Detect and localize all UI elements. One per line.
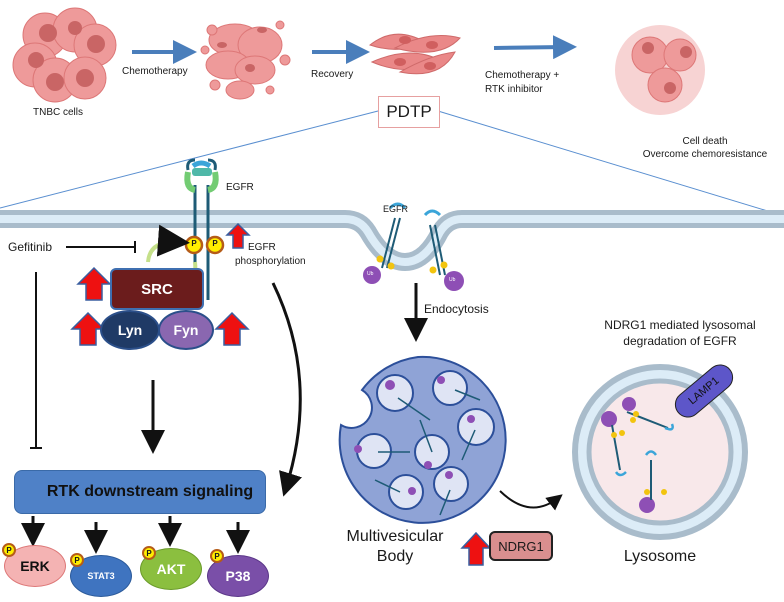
lysosome — [572, 364, 748, 540]
up-arrow-egfr-phospho — [225, 222, 251, 249]
label-tnbc-cells: TNBC cells — [33, 107, 84, 118]
arrow-phospho-to-rtk — [271, 282, 302, 497]
plasma-membrane — [0, 210, 784, 272]
rtk-downstream-box: RTK downstream signaling — [14, 470, 266, 514]
phospho-p38: P — [210, 549, 224, 563]
label-chemotherapy: Chemotherapy — [122, 66, 188, 77]
egfr-receptor-endocytosis-2 — [423, 209, 464, 291]
damaged-cells-icon — [200, 20, 291, 100]
egfr-receptor-endocytosis-1 — [363, 202, 407, 284]
pdtp-box: PDTP — [378, 96, 440, 128]
label-endocytosis: Endocytosis — [424, 302, 489, 316]
label-lysosome-title-line1: NDRG1 mediated lysosomal — [604, 318, 756, 332]
label-lysosome: Lysosome — [623, 548, 697, 565]
lyn-oval: Lyn — [100, 310, 160, 350]
multivesicular-body — [338, 355, 507, 524]
src-activation-arrow — [146, 224, 190, 263]
tnbc-cells-icon — [12, 7, 117, 103]
label-mvb-line2: Body — [376, 548, 414, 565]
arrow-to-lysosome — [499, 490, 563, 511]
phospho-stat3: P — [70, 553, 84, 567]
label-egfr-phospho-line1: EGFR — [248, 242, 276, 253]
label-chemo-rtk-line1: Chemotherapy + — [485, 70, 560, 81]
label-egfr-phospho-line2: phosphorylation — [235, 256, 306, 267]
label-egfr-right: EGFR — [383, 204, 409, 214]
label-gefitinib: Gefitinib — [8, 240, 53, 254]
ub-label-1: Ub — [367, 271, 374, 277]
phospho-akt: P — [142, 546, 156, 560]
label-chemo-rtk-line2: RTK inhibitor — [485, 84, 543, 95]
label-mvb-line1: Multivesicular — [346, 528, 444, 545]
up-arrow-fyn — [214, 311, 250, 346]
label-lysosome-title-line2: degradation of EGFR — [623, 334, 737, 348]
label-egfr-left: EGFR — [226, 182, 254, 193]
up-arrow-lyn — [70, 311, 106, 346]
up-arrow-ndrg1 — [460, 531, 492, 566]
phospho-p-1: P — [191, 239, 197, 248]
fyn-oval: Fyn — [158, 310, 214, 350]
ub-label-2: Ub — [449, 277, 456, 283]
arrow-combination — [493, 35, 577, 60]
cell-death-icon — [615, 25, 705, 115]
label-recovery: Recovery — [311, 69, 354, 80]
ndrg1-box: NDRG1 — [489, 531, 553, 561]
label-overcome-chemoresistance: Overcome chemoresistance — [642, 149, 768, 160]
label-cell-death: Cell death — [682, 136, 728, 147]
src-box: SRC — [110, 268, 204, 310]
zoom-line-left — [0, 110, 379, 209]
phospho-p-2: P — [212, 239, 218, 248]
zoom-line-right — [437, 110, 784, 217]
up-arrow-src — [76, 266, 112, 301]
phospho-left-2 — [205, 235, 225, 255]
pdtp-cells-icon — [368, 33, 461, 75]
phospho-erk: P — [2, 543, 16, 557]
